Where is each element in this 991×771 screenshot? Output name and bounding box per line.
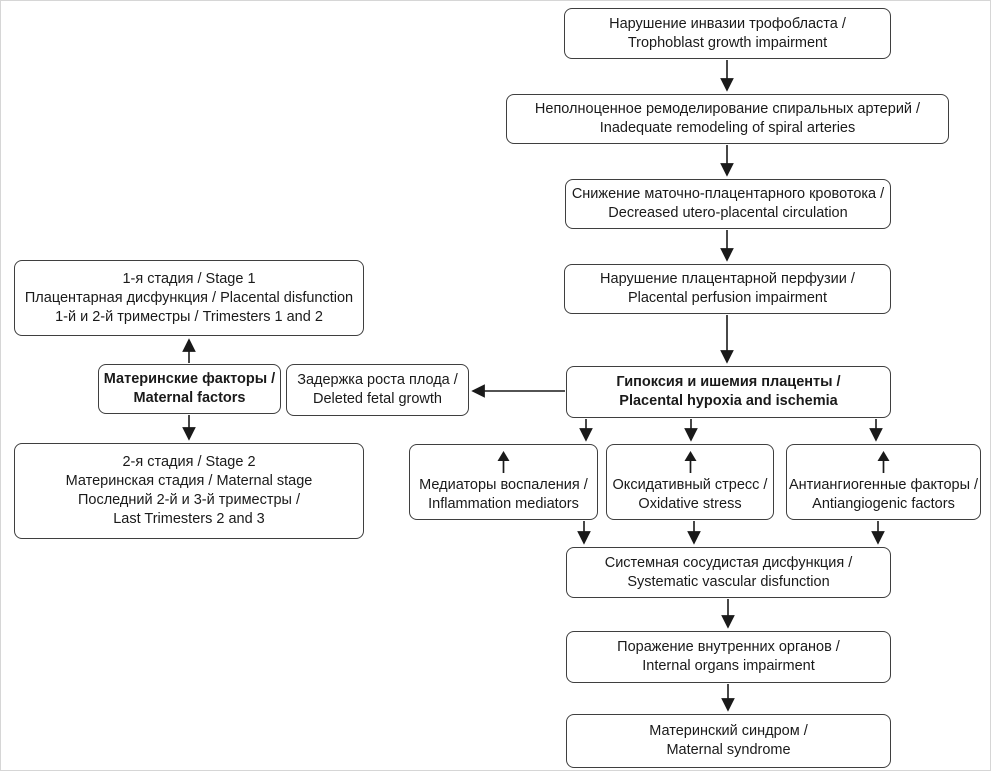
node-text: Last Trimesters 2 and 3 <box>113 511 265 527</box>
node-internal-organs-impairment: Поражение внутренних органов / Internal … <box>566 631 891 683</box>
node-text-ru: Материнский синдром / <box>649 723 808 739</box>
node-text-ru: Нарушение плацентарной перфузии / <box>600 271 855 287</box>
node-text-ru: Системная сосудистая дисфункция / <box>604 554 853 571</box>
node-text: 1-й и 2-й триместры / Trimesters 1 and 2 <box>55 308 323 325</box>
increase-arrow-icon <box>497 450 510 473</box>
node-text-en: Oxidative stress <box>638 495 742 512</box>
node-spiral-artery-remodeling: Неполноценное ремоделирование спиральных… <box>506 94 949 144</box>
node-text-en: Placental perfusion impairment <box>627 290 828 306</box>
node-maternal-factors: Материнские факторы / Maternal factors <box>98 364 281 414</box>
node-uteroplacental-circulation: Снижение маточно-плацентарного кровотока… <box>565 179 891 229</box>
node-stage-2: 2-я стадия / Stage 2 Материнская стадия … <box>14 443 364 539</box>
node-stage-1: 1-я стадия / Stage 1 Плацентарная дисфун… <box>14 260 364 336</box>
node-inflammation-mediators: Медиаторы воспаления / Inflammation medi… <box>409 444 598 520</box>
node-text-en: Inadequate remodeling of spiral arteries <box>599 120 856 136</box>
node-text: 1-я стадия / Stage 1 <box>122 270 256 287</box>
node-text: Плацентарная дисфункция / Placental disf… <box>24 289 354 306</box>
increase-arrow-icon <box>877 450 890 473</box>
node-text-en: Maternal factors <box>133 390 246 406</box>
node-text: Материнская стадия / Maternal stage <box>65 473 313 489</box>
node-placental-hypoxia-ischemia: Гипоксия и ишемия плаценты / Placental h… <box>566 366 891 418</box>
node-oxidative-stress: Оксидативный стресс / Oxidative stress <box>606 444 774 520</box>
node-text: Последний 2-й и 3-й триместры / <box>77 492 301 508</box>
node-text: 2-я стадия / Stage 2 <box>122 454 256 470</box>
node-maternal-syndrome: Материнский синдром / Maternal syndrome <box>566 714 891 768</box>
node-text-ru: Снижение маточно-плацентарного кровотока… <box>571 186 885 202</box>
node-text-ru: Нарушение инвазии трофобласта / <box>609 15 846 32</box>
node-antiangiogenic-factors: Антиангиогенные факторы / Antiangiogenic… <box>786 444 981 520</box>
node-text-en: Systematic vascular disfunction <box>627 573 830 590</box>
node-text-ru: Задержка роста плода / <box>297 372 458 388</box>
node-text-ru: Гипоксия и ишемия плаценты / <box>616 374 841 390</box>
node-text-en: Antiangiogenic factors <box>812 495 955 512</box>
node-text-en: Deleted fetal growth <box>313 391 442 407</box>
node-text-ru: Материнские факторы / <box>103 371 276 387</box>
node-text-en: Maternal syndrome <box>666 742 791 758</box>
node-text-ru: Поражение внутренних органов / <box>617 639 840 655</box>
node-text-ru: Оксидативный стресс / <box>612 476 768 493</box>
node-text-ru: Медиаторы воспаления / <box>419 476 588 493</box>
node-text-ru: Неполноценное ремоделирование спиральных… <box>534 101 921 117</box>
node-text-en: Placental hypoxia and ischemia <box>619 393 838 409</box>
node-trophoblast-invasion-impairment: Нарушение инвазии трофобласта / Trophobl… <box>564 8 891 59</box>
node-text-en: Internal organs impairment <box>642 658 815 674</box>
node-text-en: Decreased utero-placental circulation <box>608 205 848 221</box>
node-text-en: Trophoblast growth impairment <box>627 34 828 51</box>
node-placental-perfusion-impairment: Нарушение плацентарной перфузии / Placen… <box>564 264 891 314</box>
node-text-ru: Антиангиогенные факторы / <box>788 476 979 493</box>
node-systemic-vascular-dysfunction: Системная сосудистая дисфункция / System… <box>566 547 891 598</box>
increase-arrow-icon <box>684 450 696 473</box>
node-fetal-growth-restriction: Задержка роста плода / Deleted fetal gro… <box>286 364 469 416</box>
node-text-en: Inflammation mediators <box>428 495 579 512</box>
